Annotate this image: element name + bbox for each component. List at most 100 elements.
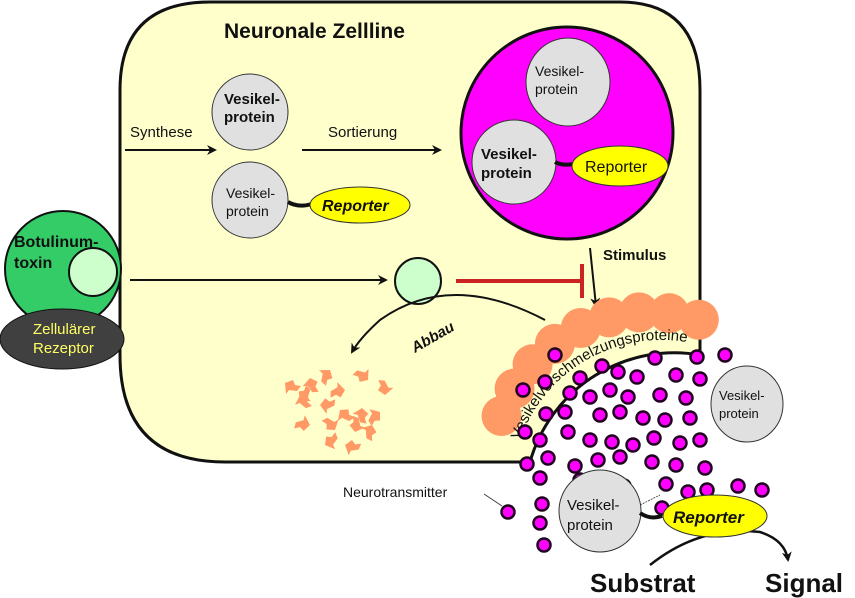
vp-bottom-line1: Vesikel- [567,497,620,514]
vp-inner-bottom-line1: Vesikel- [481,146,537,163]
neurotransmitter-molecule [612,404,628,420]
neurotransmitter-molecule [646,430,662,446]
neurotransmitter-molecule [567,458,583,474]
degraded-fragments [285,368,394,456]
neurotransmitter-molecule [610,364,626,380]
neurotransmitter-molecule [612,449,628,465]
fragment [361,425,377,442]
neurotransmitter-molecule [668,367,684,383]
neurotransmitter-molecule [625,437,641,453]
receptor-line2: Rezeptor [33,340,94,357]
neurotransmitter-molecule [635,410,651,426]
fragment [349,415,366,432]
fragment [302,378,319,393]
vesicle-protein-reporter-synth [211,161,289,239]
pointer-line [639,494,661,506]
neurotransmitter-molecule [604,434,620,450]
neurotransmitter-molecule [560,424,576,440]
neurotransmitter-molecule [647,350,663,366]
fragment [295,395,312,409]
substrat-label: Substrat [590,568,696,598]
vp-inner-bottom-line2: protein [481,165,532,182]
neurotransmitter-molecule [620,389,636,405]
neurotransmitter-molecule [557,404,573,420]
neurotransmitter-molecule [668,457,684,473]
neurotransmitter-molecule [582,432,598,448]
neurotransmitter-molecule [730,478,746,494]
sortierung-label: Sortierung [328,124,397,141]
neurotransmitter-molecule [515,382,531,398]
fragment [285,380,301,394]
synthese-label: Synthese [130,124,193,141]
fragment [368,409,381,427]
vesicle-protein-synth [211,73,289,151]
reporter-bottom-label: Reporter [673,508,745,527]
neurotransmitter-molecule [678,390,694,406]
neurotransmitters [500,347,770,553]
vesicle-protein-synth-line2: protein [224,109,275,126]
neurotransmitter-molecule [590,452,606,468]
vp-reporter-synth-line2: protein [226,203,269,219]
neurotransmitter-molecule [572,370,588,386]
toxin-light-chain-bound [68,247,118,297]
receptor-line1: Zellulärer [33,321,96,338]
fragment [330,382,345,398]
vesicle-protein-synth-line1: Vesikel- [224,91,280,108]
neurotransmitter-molecule [594,358,610,374]
neurotransmitter-molecule [517,424,533,440]
neurotransmitter-molecule [717,347,733,363]
fragment [377,380,394,395]
neurotransmitter-molecule [692,371,708,387]
fragment [352,408,369,424]
vesicle-protein-bottom [558,469,642,553]
neurotransmitter-molecule [658,476,674,492]
reporter-synth [309,186,411,224]
fusion-protein [618,292,659,333]
neurotransmitter-molecule [652,387,668,403]
vp-inner-top-line2: protein [535,81,578,97]
neurotransmitter-molecule [532,515,548,531]
neurotransmitter-molecule [547,347,563,363]
toxin-line2: toxin [14,255,52,272]
neurotransmitter-molecule [629,369,645,385]
neurotransmitter-molecule [540,450,556,466]
neurotransmitter-molecule [534,496,550,512]
fusion-protein [678,299,719,340]
neurotransmitter-molecule [537,374,553,390]
reporter-inner [571,145,669,187]
linker-bottom [638,511,663,520]
fusion-proteins [481,292,719,436]
neurotransmitter-molecule [592,407,608,423]
neurotransmitter-molecule [532,470,548,486]
neurotransmitter-molecule [536,537,552,553]
fragment [321,417,339,430]
neurotransmitter-label: Neurotransmitter [343,484,448,500]
vp-released-line2: protein [719,406,759,421]
neurotransmitter-molecule [538,406,554,422]
vp-released-line1: Vesikel- [719,388,765,403]
stimulus-arrow [589,247,601,308]
vesicle-protein-inner-top [525,37,611,127]
neurotransmitter-molecule [697,460,713,476]
neurotransmitter-molecule [644,454,660,470]
neurotransmitter-molecule [582,389,598,405]
cell-title: Neuronale Zellline [224,20,405,43]
fragment [337,409,355,421]
fragment [352,368,369,382]
neurotransmitter-molecule [532,432,548,448]
neurotransmitter-molecule [754,482,770,498]
neurotransmitter-molecule [500,504,516,520]
vp-inner-top-line1: Vesikel- [535,63,584,79]
vp-reporter-synth-line1: Vesikel- [226,185,275,201]
cellular-receptor [0,308,125,370]
neurotransmitter-molecule [689,349,705,365]
reporter-synth-label: Reporter [322,198,389,215]
neurotransmitter-molecule [682,410,698,426]
fragment [318,370,333,386]
stimulus-label: Stimulus [603,247,666,264]
neurotransmitter-molecule [692,432,708,448]
neurotransmitter-molecule [519,456,535,472]
neurotransmitter-molecule [562,385,578,401]
fragment [325,432,338,450]
